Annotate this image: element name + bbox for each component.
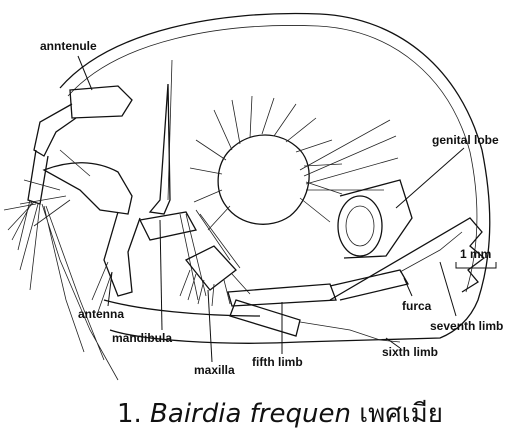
label-anntenule: anntenule [40,39,97,53]
label-sixth-limb: sixth limb [382,345,438,359]
label-antenna: antenna [78,307,124,321]
ostracod-anatomy-drawing: anntenule genital lobe 1 mm antenna mand… [0,0,532,400]
maxilla-setae-fan [190,96,398,230]
maxilla-claws [180,246,250,306]
caption-species: Bairdia frequen [150,399,351,429]
antenna-appendage [20,150,140,312]
scale-bar [456,262,496,268]
ventral-margin [104,300,260,316]
genital-lobe-structure [338,180,412,258]
label-maxilla: maxilla [194,363,235,377]
label-scale-bar: 1 mm [460,247,491,261]
label-seventh-limb: seventh limb [430,319,503,333]
caption-sex: เพศเมีย [359,399,443,429]
label-fifth-limb: fifth limb [252,355,303,369]
label-genital-lobe: genital lobe [432,133,499,147]
label-furca: furca [402,299,432,313]
caption-number: 1. [117,399,142,429]
figure-caption: 1. Bairdia frequen เพศเมีย [0,392,532,436]
carapace-inner-outline [68,25,477,292]
label-mandibula: mandibula [112,331,172,345]
leader-lines [78,56,464,362]
